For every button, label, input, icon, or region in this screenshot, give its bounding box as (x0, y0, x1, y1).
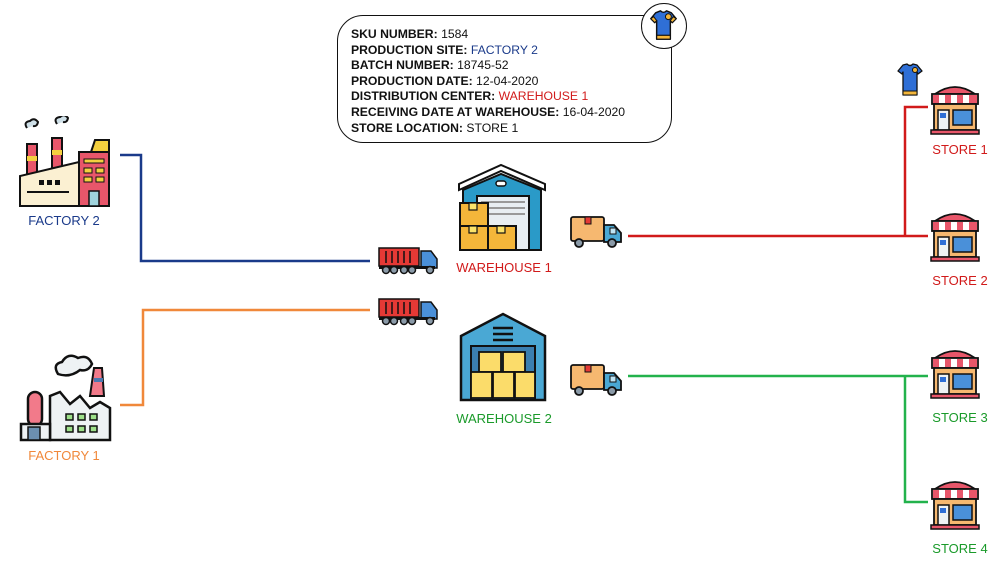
container-truck-icon (378, 298, 438, 326)
warehouse2-label: WAREHOUSE 2 (456, 411, 552, 426)
info-label: SKU NUMBER: (351, 27, 438, 41)
info-row-batch: BATCH NUMBER: 18745-52 (351, 58, 671, 74)
store2-label: STORE 2 (932, 273, 988, 288)
info-value: WAREHOUSE 1 (498, 89, 589, 104)
info-row-sku: SKU NUMBER: 1584 (351, 27, 671, 43)
info-label: BATCH NUMBER: (351, 58, 454, 73)
store3-icon (930, 350, 980, 399)
factory2-route-line (120, 153, 370, 263)
factory1-icon (19, 354, 112, 442)
info-label: DISTRIBUTION CENTER: (351, 89, 496, 104)
info-row-store-location: STORE LOCATION: STORE 1 (351, 121, 671, 137)
info-value: 1584 (441, 27, 469, 41)
delivery-van-icon (570, 216, 622, 248)
info-label: PRODUCTION SITE: (351, 42, 468, 57)
info-label: RECEIVING DATE AT WAREHOUSE: (351, 104, 560, 119)
info-value: 16-04-2020 (562, 104, 626, 119)
store4-icon (930, 481, 980, 530)
store3-label: STORE 3 (932, 410, 988, 425)
container-truck-icon (378, 247, 438, 275)
factory1-label: FACTORY 1 (28, 448, 100, 463)
info-label: STORE LOCATION: (351, 120, 463, 135)
warehouse2-icon (459, 312, 547, 402)
delivery-van-icon (570, 364, 622, 396)
store1-icon (930, 86, 980, 135)
info-label: PRODUCTION DATE: (351, 73, 473, 88)
info-value: 12-04-2020 (476, 73, 539, 88)
store4-branch-line (903, 376, 928, 504)
info-value: 18745-52 (457, 58, 509, 73)
tshirt-icon (897, 63, 923, 96)
info-row-receiving-date: RECEIVING DATE AT WAREHOUSE: 16-04-2020 (351, 105, 671, 121)
store2-icon (930, 213, 980, 262)
store1-branch-line (903, 105, 928, 236)
product-info-card: SKU NUMBER: 1584 PRODUCTION SITE: FACTOR… (337, 15, 672, 143)
warehouse1-icon (458, 163, 546, 251)
tshirt-badge (641, 3, 687, 49)
factory2-label: FACTORY 2 (28, 213, 100, 228)
store1-label: STORE 1 (932, 142, 988, 157)
factory2-icon (19, 116, 110, 207)
factory1-route-line (120, 308, 370, 407)
info-row-production-date: PRODUCTION DATE: 12-04-2020 (351, 74, 671, 90)
warehouse1-label: WAREHOUSE 1 (456, 260, 552, 275)
info-row-production-site: PRODUCTION SITE: FACTORY 2 (351, 43, 671, 59)
info-value: FACTORY 2 (470, 42, 538, 57)
tshirt-icon (650, 10, 677, 40)
store4-label: STORE 4 (932, 541, 988, 556)
info-value: STORE 1 (466, 120, 519, 135)
info-row-distribution-center: DISTRIBUTION CENTER: WAREHOUSE 1 (351, 89, 671, 105)
